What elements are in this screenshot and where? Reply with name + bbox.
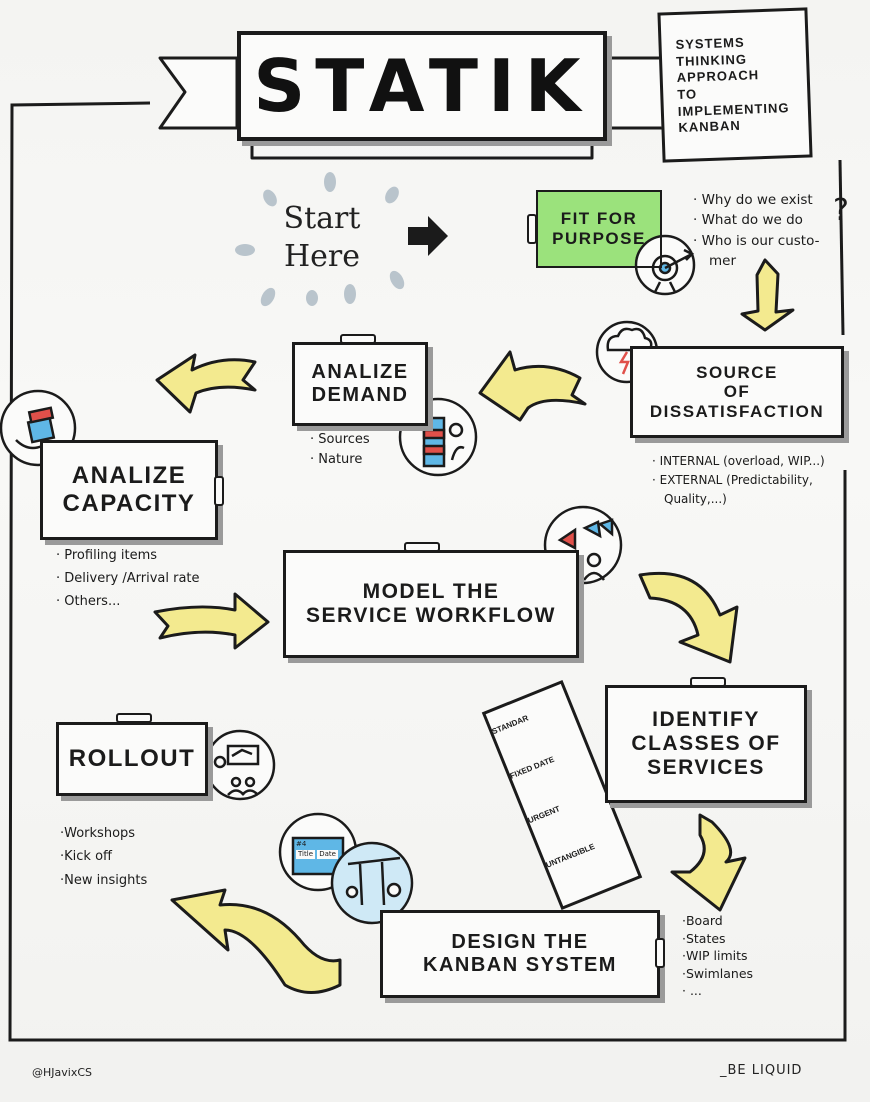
model-line: SERVICE WORKFLOW: [306, 604, 556, 627]
source-notes: · INTERNAL (overload, WIP...) · EXTERNAL…: [652, 452, 825, 510]
fit-for-purpose-box: FIT FOR PURPOSE: [536, 190, 662, 268]
capacity-line: ANALIZE: [71, 462, 187, 490]
design-line: DESIGN THE: [451, 931, 589, 953]
design-tab: [655, 938, 665, 968]
fit-line: PURPOSE: [552, 229, 646, 248]
kanban-card-id: #4: [296, 840, 307, 848]
analize-capacity-box: ANALIZE CAPACITY: [40, 440, 218, 540]
fit-note: · What do we do: [693, 212, 803, 229]
credit-left: @HJavixCS: [32, 1066, 92, 1079]
identify-classes-box: IDENTIFY CLASSES OF SERVICES: [605, 685, 807, 803]
class-label-untangible: UNTANGIBLE: [544, 841, 597, 870]
source-line: SOURCE: [696, 362, 778, 382]
analize-demand-box: ANALIZE DEMAND: [292, 342, 428, 426]
design-note: · ...: [682, 983, 702, 998]
capacity-notes: · Profiling items · Delivery /Arrival ra…: [56, 545, 200, 613]
capacity-note: · Others...: [56, 593, 121, 609]
model-line: MODEL THE: [362, 579, 500, 603]
demand-note: · Sources: [310, 432, 370, 447]
start-line: Here: [283, 238, 360, 274]
page-title: STATIK: [253, 44, 591, 128]
kanban-card-title: Title: [296, 850, 316, 859]
demand-line: ANALIZE: [311, 361, 409, 383]
fit-note: mer: [709, 252, 737, 269]
design-note: ·WIP limits: [682, 948, 748, 963]
capacity-tab: [214, 476, 224, 506]
fit-tab: [527, 214, 537, 244]
source-note: Quality,...): [664, 492, 727, 507]
design-note: ·Board: [682, 913, 723, 928]
rollout-notes: ·Workshops ·Kick off ·New insights: [60, 822, 147, 892]
question-mark: ?: [833, 193, 849, 228]
source-line: DISSATISFACTION: [649, 401, 825, 421]
demand-note: · Nature: [310, 452, 363, 468]
subtitle-line: KANBAN: [678, 117, 742, 136]
source-of-dissatisfaction-box: SOURCE OF DISSATISFACTION: [630, 346, 844, 438]
class-label-fixed-date: FIXED DATE: [508, 754, 556, 781]
start-here: Start Here: [262, 200, 382, 275]
start-line: Start: [283, 201, 361, 236]
capacity-note: · Delivery /Arrival rate: [56, 570, 200, 586]
title-banner: STATIK: [237, 31, 607, 141]
model-workflow-box: MODEL THE SERVICE WORKFLOW: [283, 550, 579, 658]
rollout-note: ·Kick off: [60, 849, 112, 865]
design-notes: ·Board ·States ·WIP limits ·Swimlanes · …: [682, 912, 753, 1000]
fit-note: · Why do we exist: [693, 192, 813, 208]
source-note: · INTERNAL (overload, WIP...): [652, 454, 825, 468]
rollout-note: ·New insights: [60, 872, 148, 888]
design-note: ·Swimlanes: [682, 965, 754, 981]
rollout-box: ROLLOUT: [56, 722, 208, 796]
source-line: OF: [723, 382, 751, 402]
model-tab: [404, 542, 440, 552]
source-note: · EXTERNAL (Predictability,: [652, 473, 813, 488]
fit-note: · Who is our custo-: [693, 232, 820, 249]
subtitle-note: SYSTEMS THINKING APPROACH TO IMPLEMENTIN…: [657, 7, 813, 163]
rollout-tab: [116, 713, 152, 723]
capacity-note: · Profiling items: [56, 548, 158, 563]
class-label-urgent: URGENT: [526, 804, 562, 826]
kanban-card-labels: #4 Title Date: [296, 840, 342, 859]
fit-notes: · Why do we exist · What do we do · Who …: [693, 190, 819, 271]
design-line: KANBAN SYSTEM: [423, 954, 617, 976]
credit-right: _BE LIQUID: [720, 1063, 803, 1078]
identify-line: CLASSES OF: [631, 731, 781, 755]
identify-line: IDENTIFY: [652, 707, 760, 731]
rollout-note: ·Workshops: [60, 826, 136, 841]
identify-tab: [690, 677, 726, 687]
fit-line: FIT FOR: [560, 209, 638, 229]
rollout-line: ROLLOUT: [68, 745, 196, 773]
kanban-card-date: Date: [317, 850, 338, 859]
design-note: ·States: [682, 930, 726, 946]
demand-tab: [340, 334, 376, 344]
identify-line: SERVICES: [647, 756, 765, 780]
design-kanban-box: DESIGN THE KANBAN SYSTEM: [380, 910, 660, 998]
demand-notes: · Sources · Nature: [310, 430, 370, 470]
capacity-line: CAPACITY: [62, 490, 196, 517]
demand-line: DEMAND: [311, 384, 409, 406]
